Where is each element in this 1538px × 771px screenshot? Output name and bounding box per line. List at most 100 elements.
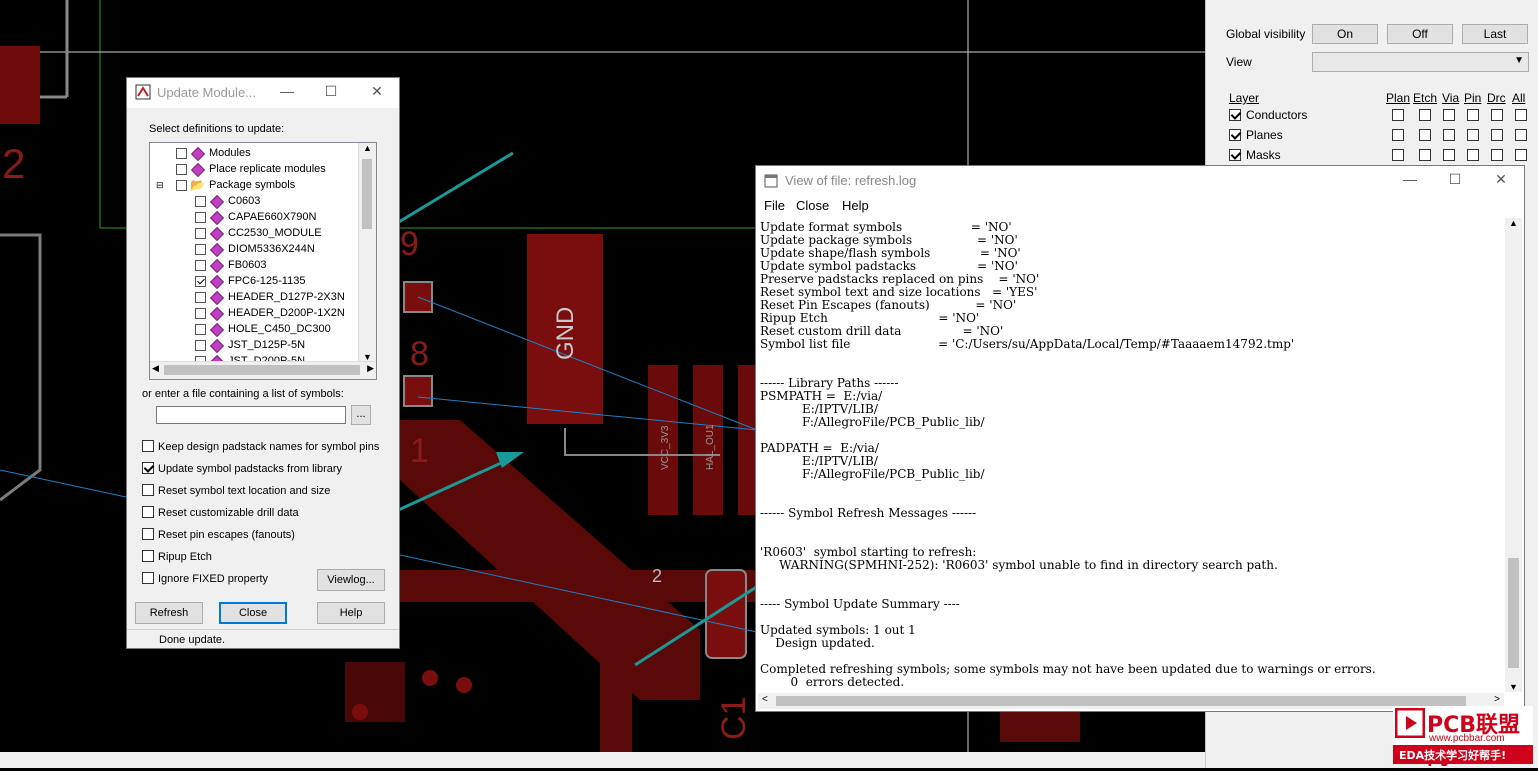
- definitions-tree[interactable]: Modules Place replicate modules ⊟ 📂 Pack…: [149, 142, 377, 380]
- pcb-artwork: GND 9 8 1 2 2 VCC_3V3 HAL_OU1 C1: [0, 0, 1205, 752]
- cell-checkbox[interactable]: [1419, 149, 1431, 161]
- tree-checkbox[interactable]: [176, 148, 187, 159]
- viewlog-button[interactable]: Viewlog...: [317, 569, 385, 591]
- layer-header: Layer: [1229, 91, 1260, 105]
- cell-checkbox[interactable]: [1419, 109, 1431, 121]
- log-content[interactable]: Update format symbols = 'NO' Update pack…: [760, 221, 1376, 689]
- global-on-button[interactable]: On: [1312, 24, 1378, 44]
- tree-checkbox[interactable]: [195, 244, 206, 255]
- ref-2-mid-label: 2: [652, 566, 662, 586]
- tree-checkbox[interactable]: [195, 292, 206, 303]
- module-icon: [190, 146, 206, 162]
- menu-help[interactable]: Help: [842, 198, 869, 213]
- scroll-thumb[interactable]: [776, 696, 1466, 706]
- menu-file[interactable]: File: [764, 198, 785, 213]
- cell-checkbox[interactable]: [1392, 109, 1404, 121]
- global-off-button[interactable]: Off: [1387, 24, 1453, 44]
- refresh-button[interactable]: Refresh: [135, 602, 203, 624]
- scroll-thumb[interactable]: [164, 365, 360, 375]
- help-button[interactable]: Help: [317, 602, 385, 624]
- close-icon[interactable]: ✕: [1495, 171, 1507, 187]
- option-checkbox[interactable]: [142, 484, 154, 496]
- symbol-icon: [209, 194, 225, 210]
- view-select[interactable]: ▼: [1312, 52, 1529, 72]
- layer-masks-checkbox[interactable]: [1229, 149, 1241, 161]
- option-checkbox[interactable]: [142, 506, 154, 518]
- tree-checkbox[interactable]: [195, 260, 206, 271]
- close-icon[interactable]: ✕: [371, 83, 383, 99]
- cell-checkbox[interactable]: [1443, 129, 1455, 141]
- option-checkbox[interactable]: [142, 462, 154, 474]
- cell-checkbox[interactable]: [1467, 109, 1479, 121]
- layer-conductors-checkbox[interactable]: [1229, 109, 1241, 121]
- tree-checkbox[interactable]: [195, 228, 206, 239]
- scroll-right-icon[interactable]: ▶: [367, 363, 374, 373]
- tree-checkbox[interactable]: [195, 308, 206, 319]
- maximize-icon[interactable]: ☐: [324, 83, 338, 99]
- cell-checkbox[interactable]: [1443, 109, 1455, 121]
- scroll-thumb[interactable]: [1508, 558, 1519, 668]
- scroll-down-icon[interactable]: ▼: [1509, 682, 1518, 692]
- tree-checkbox[interactable]: [195, 196, 206, 207]
- dialog-titlebar[interactable]: Update Module... — ☐ ✕: [127, 78, 399, 108]
- global-last-button[interactable]: Last: [1462, 24, 1528, 44]
- col-pin: Pin: [1464, 91, 1482, 105]
- cell-checkbox[interactable]: [1515, 149, 1527, 161]
- collapse-icon[interactable]: ⊟: [156, 180, 164, 190]
- symbol-icon: [209, 226, 225, 242]
- tree-checkbox[interactable]: [195, 212, 206, 223]
- scroll-left-icon[interactable]: ◀: [152, 363, 159, 373]
- cell-checkbox[interactable]: [1491, 109, 1503, 121]
- tree-checkbox[interactable]: [176, 180, 187, 191]
- scroll-down-icon[interactable]: ▼: [363, 352, 372, 362]
- tree-checkbox[interactable]: [195, 276, 206, 287]
- layer-planes-label: Planes: [1246, 128, 1283, 142]
- option-checkbox[interactable]: [142, 572, 154, 584]
- close-button[interactable]: Close: [219, 602, 287, 624]
- tree-checkbox[interactable]: [195, 340, 206, 351]
- tree-horizontal-scrollbar[interactable]: ◀ ▶: [150, 361, 376, 379]
- option-checkbox[interactable]: [142, 440, 154, 452]
- log-titlebar[interactable]: View of file: refresh.log — ☐ ✕: [756, 166, 1524, 196]
- pin-1-label: 1: [410, 432, 429, 470]
- cell-checkbox[interactable]: [1515, 129, 1527, 141]
- scroll-up-icon[interactable]: ▲: [363, 143, 372, 153]
- browse-button[interactable]: ...: [351, 405, 371, 425]
- minimize-icon[interactable]: —: [280, 83, 294, 99]
- cell-checkbox[interactable]: [1419, 129, 1431, 141]
- pin-8-label: 8: [410, 335, 429, 373]
- cell-checkbox[interactable]: [1467, 129, 1479, 141]
- log-horizontal-scrollbar[interactable]: < >: [758, 693, 1504, 709]
- scroll-left-icon[interactable]: <: [762, 694, 768, 705]
- symbol-file-input[interactable]: [156, 406, 346, 424]
- cell-checkbox[interactable]: [1443, 149, 1455, 161]
- scroll-up-icon[interactable]: ▲: [1509, 218, 1518, 228]
- tree-vertical-scrollbar[interactable]: ▲ ▼: [358, 143, 376, 362]
- layer-planes-checkbox[interactable]: [1229, 129, 1241, 141]
- cell-checkbox[interactable]: [1392, 129, 1404, 141]
- folder-icon: 📂: [190, 178, 205, 192]
- tree-checkbox[interactable]: [195, 324, 206, 335]
- option-checkbox[interactable]: [142, 550, 154, 562]
- cell-checkbox[interactable]: [1515, 109, 1527, 121]
- symbol-icon: [209, 210, 225, 226]
- maximize-icon[interactable]: ☐: [1448, 171, 1462, 187]
- status-divider: [127, 629, 399, 630]
- cell-checkbox[interactable]: [1491, 149, 1503, 161]
- ref-2-label: 2: [2, 140, 25, 187]
- cell-checkbox[interactable]: [1467, 149, 1479, 161]
- menu-close[interactable]: Close: [796, 198, 830, 213]
- chevron-down-icon: ▼: [1514, 55, 1524, 66]
- status-strip: [0, 752, 1205, 768]
- symbol-icon: [209, 322, 225, 338]
- cell-checkbox[interactable]: [1392, 149, 1404, 161]
- brand-url: www.pcbbar.com: [1429, 733, 1505, 744]
- cell-checkbox[interactable]: [1491, 129, 1503, 141]
- log-vertical-scrollbar[interactable]: ▲ ▼: [1505, 218, 1522, 692]
- minimize-icon[interactable]: —: [1403, 171, 1417, 187]
- hal-net-label: HAL_OU1: [705, 424, 716, 470]
- tree-checkbox[interactable]: [176, 164, 187, 175]
- option-checkbox[interactable]: [142, 528, 154, 540]
- scroll-right-icon[interactable]: >: [1494, 694, 1500, 705]
- scroll-thumb[interactable]: [362, 159, 372, 229]
